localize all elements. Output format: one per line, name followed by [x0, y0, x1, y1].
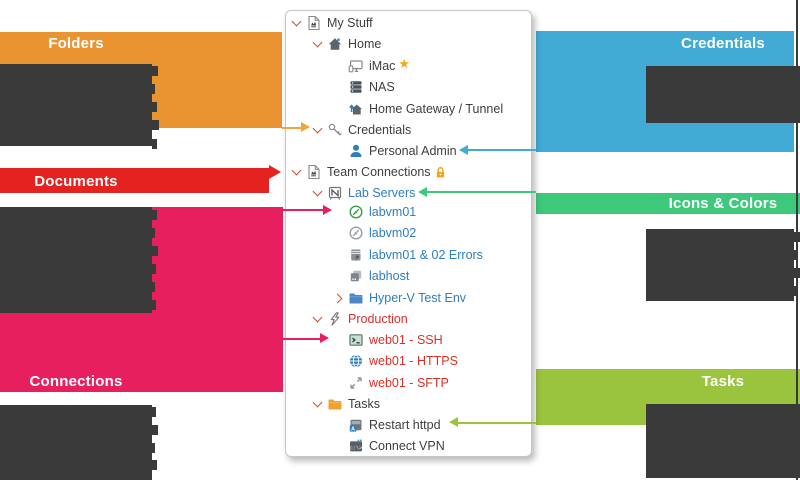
credentials-arrowhead-icon [459, 144, 468, 155]
redacted-text-block [0, 405, 152, 480]
redacted-text-block [646, 404, 800, 478]
icons-colors-banner-label: Icons & Colors [668, 195, 778, 212]
credentials-banner-label: Credentials [681, 35, 765, 52]
redacted-text-fragment [152, 300, 156, 310]
icons-colors-arrow [426, 191, 536, 193]
redacted-text-fragment [794, 232, 800, 242]
redacted-text-fragment [152, 407, 156, 417]
redacted-text-fragment [152, 66, 158, 76]
connections-arrow-labvm01 [283, 209, 324, 211]
documents-banner [0, 168, 269, 193]
redacted-text-block [0, 207, 152, 313]
redacted-text-fragment [794, 250, 798, 260]
redacted-text-fragment [152, 460, 157, 470]
icons-colors-banner [536, 193, 800, 214]
folders-arrow [282, 126, 303, 129]
redacted-text-fragment [152, 246, 158, 256]
redacted-text-fragment [152, 139, 157, 149]
tasks-arrowhead-icon [449, 417, 458, 427]
redacted-text-block [646, 66, 800, 123]
redacted-text-fragment [152, 425, 158, 435]
redacted-text-fragment [152, 210, 157, 220]
tasks-arrow [457, 421, 536, 424]
folders-arrowhead-icon [301, 122, 310, 132]
redacted-text-fragment [794, 286, 798, 296]
credentials-arrow [467, 149, 536, 151]
redacted-text-fragment [152, 264, 156, 274]
redacted-text-block [646, 229, 794, 301]
redacted-text-fragment [794, 268, 800, 278]
redacted-text-fragment [152, 84, 155, 94]
navigation-tree-panel [285, 10, 532, 457]
folders-banner-label: Folders [48, 35, 104, 52]
connections-arrowhead-icon [323, 204, 332, 215]
documents-arrowhead-icon [269, 165, 281, 179]
redacted-text-fragment [152, 102, 157, 112]
redacted-text-fragment [152, 443, 155, 453]
icons-colors-arrowhead-icon [418, 186, 427, 197]
tasks-banner-label: Tasks [701, 373, 745, 390]
redacted-text-fragment [152, 228, 155, 238]
redacted-text-fragment [152, 120, 159, 130]
connections-banner-label: Connections [29, 373, 123, 390]
connections-arrow-ssh [283, 337, 321, 340]
documents-banner-label: Documents [34, 173, 118, 190]
redacted-text-block [0, 64, 152, 146]
connections-arrowhead-icon [320, 333, 329, 343]
redacted-text-fragment [152, 282, 155, 292]
